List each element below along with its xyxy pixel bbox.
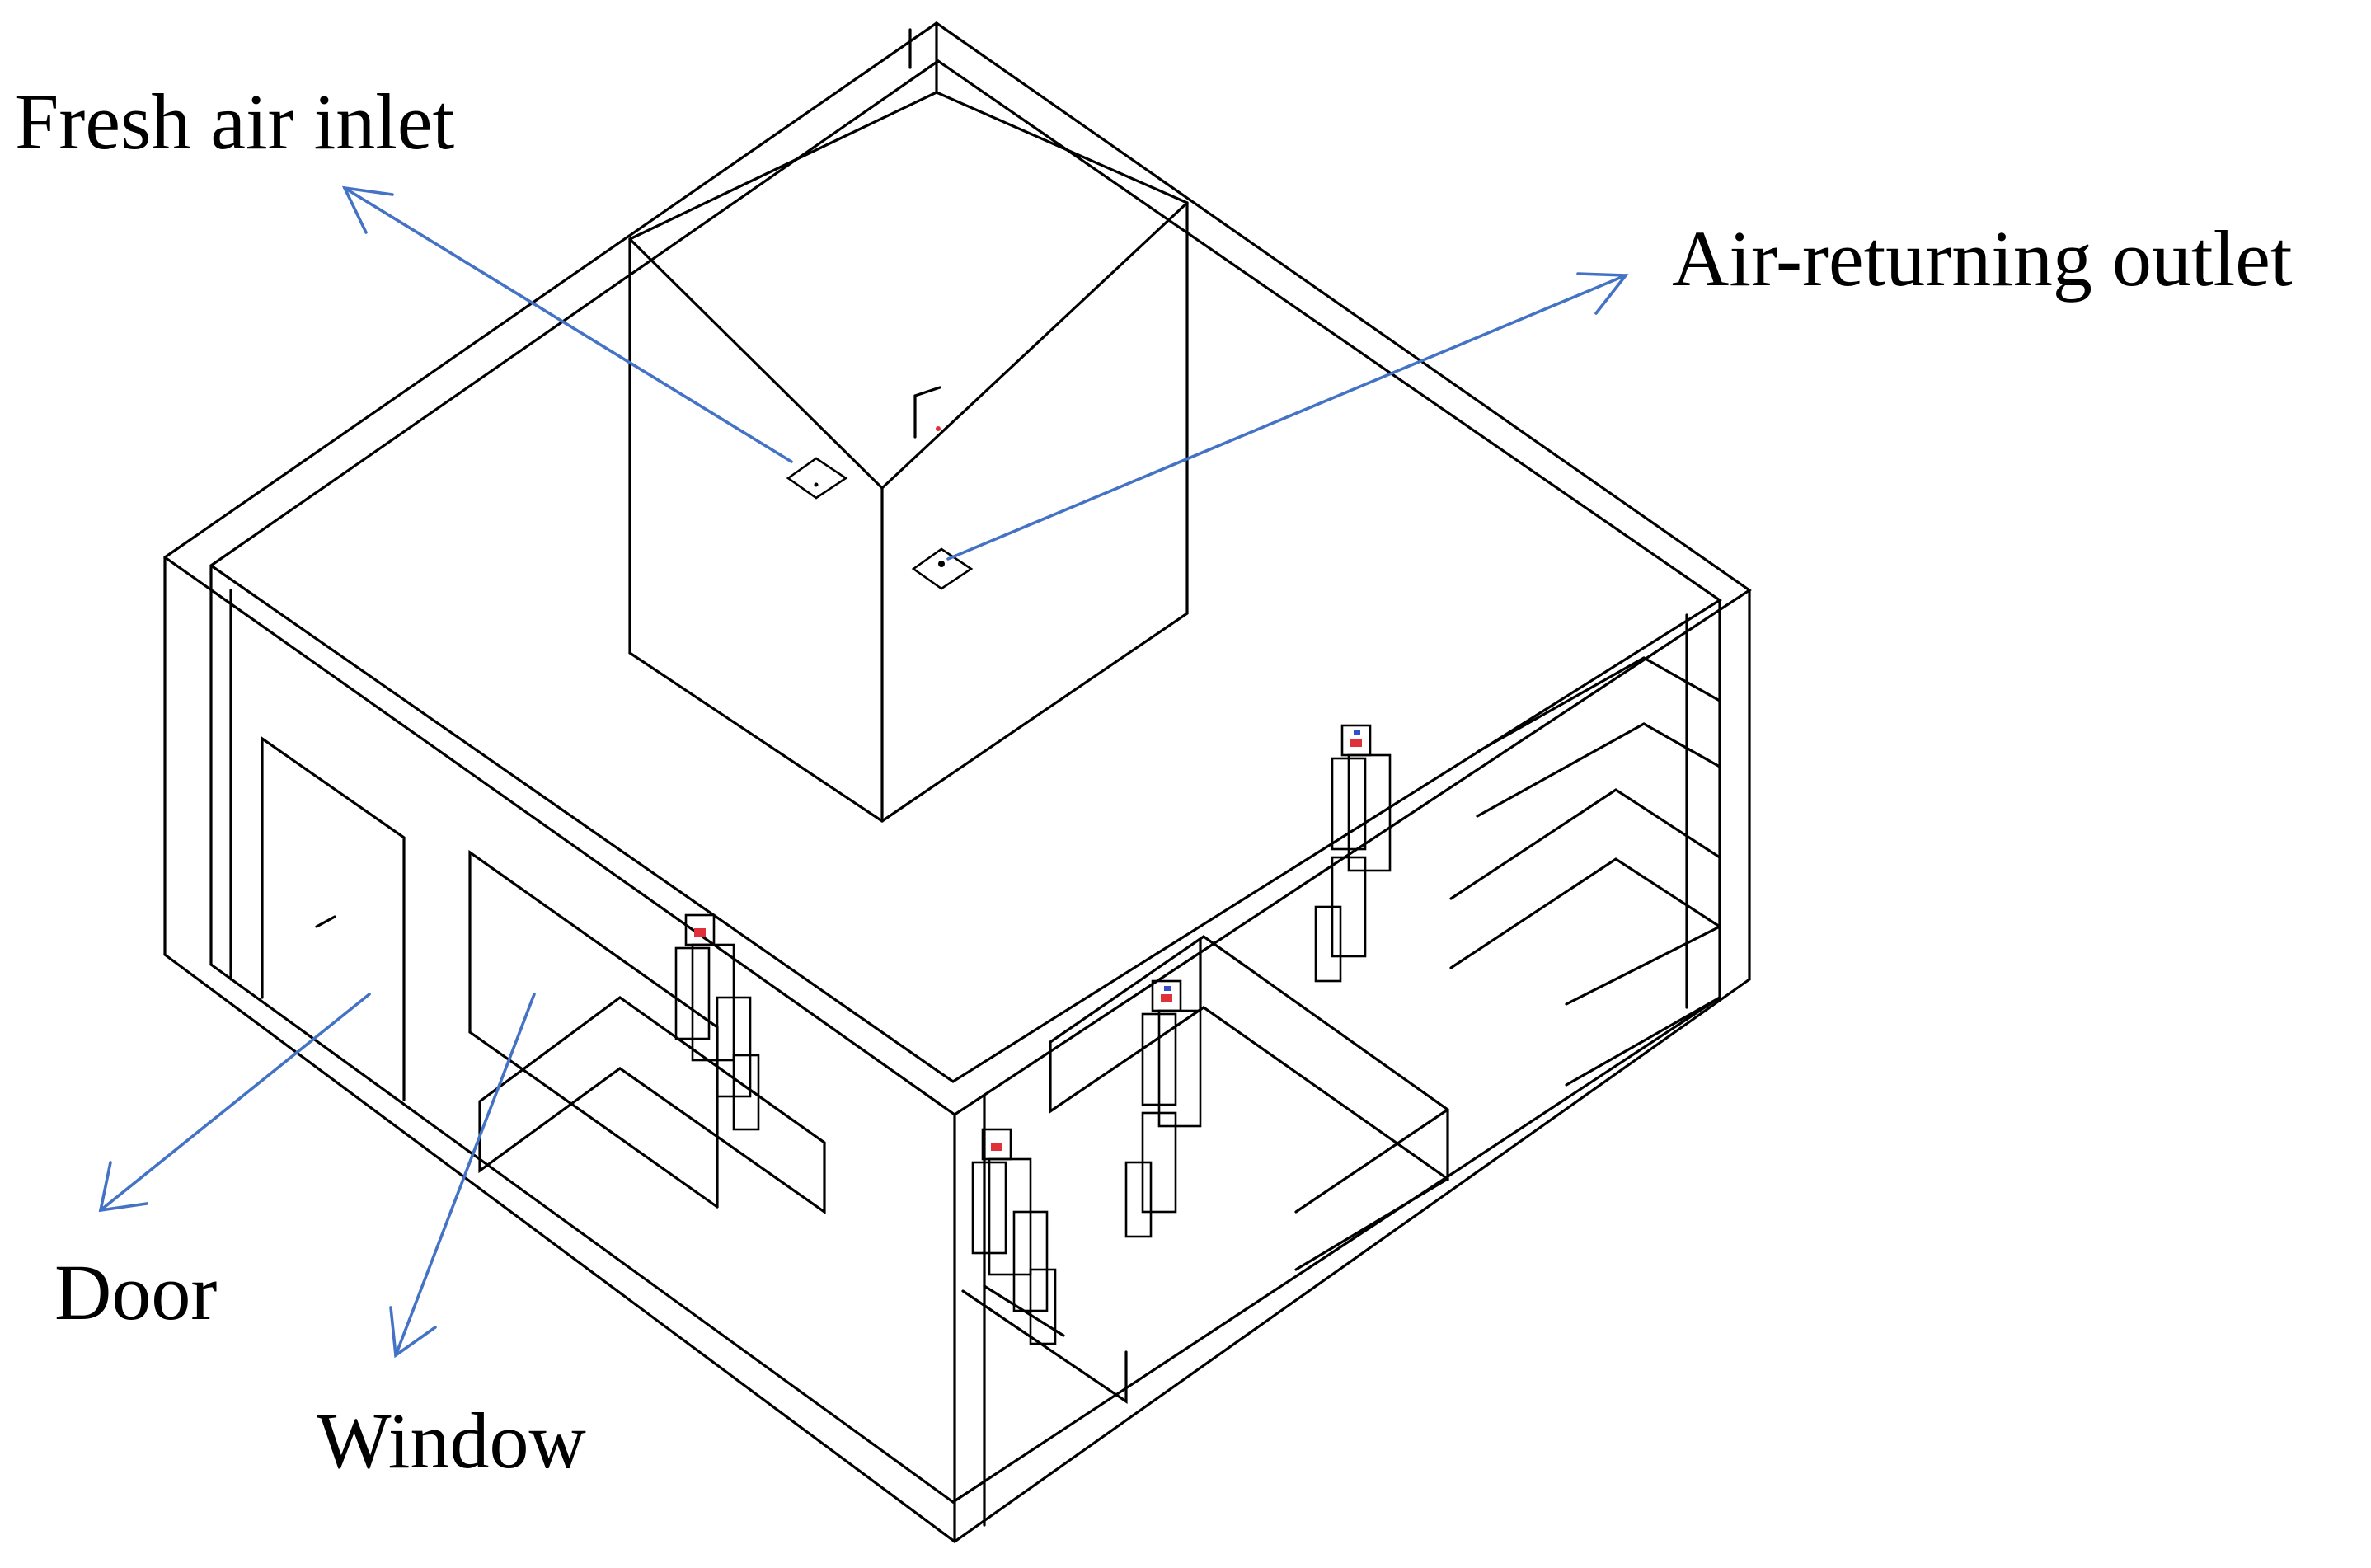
- occupant-4: [1314, 724, 1392, 983]
- window-outline: [468, 849, 719, 1209]
- central-shaft: [628, 91, 1189, 823]
- return-air-vent: [911, 426, 974, 590]
- occupant-2: [971, 1128, 1057, 1345]
- arrow-window: [389, 993, 536, 1359]
- desk-blocks: [478, 656, 1721, 1405]
- arrow-air-return: [946, 272, 1629, 561]
- room-outer-box: [163, 21, 1752, 1543]
- arrow-door: [98, 993, 371, 1213]
- window-label: Window: [317, 1397, 586, 1485]
- door-outline: [261, 735, 406, 1101]
- occupant-3: [1124, 979, 1202, 1238]
- arrow-fresh-air: [341, 185, 793, 463]
- occupant-1: [674, 913, 760, 1131]
- occupant-figures: [674, 724, 1392, 1345]
- door-label: Door: [54, 1248, 218, 1336]
- air-returning-outlet-label: Air-returning outlet: [1672, 214, 2293, 303]
- fresh-air-vent: [786, 457, 848, 500]
- fresh-air-inlet-label: Fresh air inlet: [15, 77, 455, 166]
